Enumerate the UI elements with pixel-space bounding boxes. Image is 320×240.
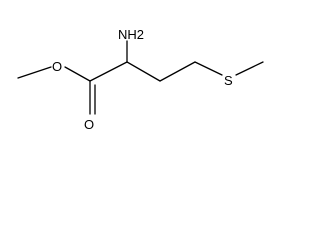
bond-o-carbonyl [64, 66, 91, 82]
amine-label: NH2 [118, 27, 144, 42]
molecule-svg: NH2 O O S [17, 27, 264, 132]
bond-alpha-ch2 [126, 61, 161, 82]
structure-diagram: NH2 O O S [17, 27, 264, 132]
carbonyl-oxygen-label: O [84, 117, 94, 132]
bond-s-methyl [235, 61, 264, 76]
bond-ch2-s [194, 61, 223, 76]
bond-carbonyl-alpha [89, 61, 128, 82]
bond-methyl-o [17, 66, 52, 79]
ester-oxygen-label: O [52, 59, 62, 74]
sulfur-label: S [224, 73, 233, 88]
bond-ch2-ch2 [159, 61, 196, 82]
